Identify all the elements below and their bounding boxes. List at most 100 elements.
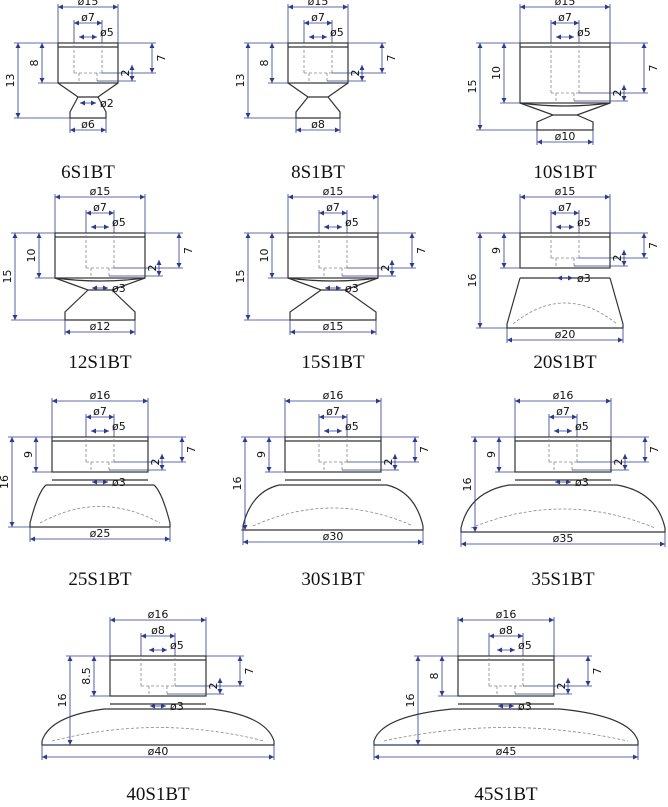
body-height-dim-arrow-bottom [39,78,45,83]
total-height-label: 15 [234,270,247,284]
total-height-dim-arrow-bottom [415,740,421,745]
total-height-dim-arrow-bottom [15,113,21,118]
body-height-dim-arrow-bottom [91,691,97,696]
bore-depth-label: 7 [243,668,256,675]
thread-depth-dim-arrow-top [159,454,165,459]
cup-profile [536,114,594,131]
bore-dia-label: ø7 [326,201,340,214]
neck-profile [57,82,119,98]
body-height-dim-arrow-top [33,437,39,442]
total-height-dim-arrow-bottom [242,525,248,530]
outer-dia-dim-arrow-left [110,617,115,623]
bore-dia-dim-arrow-left [551,210,556,216]
body-height-label: 9 [255,451,268,458]
model-label: 45S1BT [474,784,538,805]
outer-dia-dim-arrow-left [285,398,290,404]
total-height-dim-arrow-top [477,43,483,48]
outer-dia-dim-arrow-left [520,4,525,10]
total-height-label: 16 [56,694,69,708]
bore-dia-dim-arrow-left [549,414,554,420]
inner-dia-label: ø5 [345,420,359,433]
outer-dia-dim-arrow-right [113,4,118,10]
inner-dia-dim-arrow-right [92,34,97,40]
thread-depth-label: 2 [119,70,132,77]
body-height-dim-arrow-bottom [33,467,39,472]
bore-dia-dim-arrow-left [319,414,324,420]
outer-dia-dim-arrow-right [343,4,348,10]
bore-depth-label: 7 [182,247,195,254]
cup-dia-label: ø25 [90,527,111,540]
neck-curve [54,277,146,282]
bore-dia-label: ø7 [556,405,570,418]
cup-profile [69,96,107,119]
body-height-label: 10 [25,249,38,263]
outer-dia-dim-arrow-right [201,617,206,623]
thread-depth-dim-arrow-top [565,678,571,683]
bore-dia-dim-arrow-right [327,20,332,26]
neck-dia-dim-arrow-left [557,275,562,281]
cup-dome-profile [41,708,275,746]
neck-dia-dim-arrow-right [103,285,108,291]
total-height-dim-arrow-top [12,233,18,238]
model-label: 8S1BT [291,162,345,183]
inner-dia-dim-arrow-right [569,34,574,40]
body-height-dim-arrow-top [496,437,502,442]
neck-dia-dim-arrow-left [150,703,155,709]
inner-dia-dim-arrow-right [162,647,167,653]
thread-depth-dim-arrow-top [129,65,135,70]
model-label: 6S1BT [61,162,115,183]
neck-dia-dim-arrow-right [161,703,166,709]
outer-dia-label: ø15 [78,0,99,8]
cup-inner-hidden [512,302,618,325]
cup-profile [295,96,341,119]
cup-dia-dim-arrow-right [618,337,623,343]
inner-dia-label: ø5 [577,26,591,39]
thread-depth-dim-arrow-top [621,85,627,90]
inner-dia-dim-arrow-left [91,224,96,230]
thread-depth-dim-arrow-bottom [622,465,628,470]
bore-dia-dim-arrow-right [109,210,114,216]
cup-dia-label: ø35 [553,532,574,545]
cup-dia-dim-arrow-left [30,536,35,542]
model-label: 30S1BT [301,569,365,590]
cup-dia-dim-arrow-left [243,539,248,545]
bore-depth-dim-arrow-top [176,233,182,238]
body-height-dim-arrow-top [91,656,97,661]
bore-depth-dim-arrow-top [642,437,648,442]
bore-depth-label: 7 [591,668,604,675]
neck-dia-label: ø3 [345,282,359,295]
total-height-dim-arrow-bottom [245,113,251,118]
inner-dia-dim-arrow-right [104,224,109,230]
outer-dia-label: ø15 [555,185,576,198]
thread-depth-dim-arrow-bottom [392,465,398,470]
total-height-dim-arrow-top [15,43,21,48]
body-height-dim-arrow-top [501,233,507,238]
bore-dia-label: ø7 [558,11,572,24]
total-height-label: 16 [404,694,417,708]
outer-dia-label: ø16 [496,608,517,621]
neck-dia-label: ø2 [100,97,114,110]
bore-depth-dim-arrow-top [641,233,647,238]
outer-dia-dim-arrow-left [55,194,60,200]
bore-dia-dim-arrow-right [574,210,579,216]
neck-dia-dim-arrow-right [103,479,108,485]
total-height-dim-arrow-top [67,656,73,661]
bore-depth-label: 7 [648,446,661,453]
inner-dia-label: ø5 [170,639,184,652]
total-height-dim-arrow-bottom [245,315,251,320]
model-label: 25S1BT [68,569,132,590]
outer-dia-dim-arrow-right [373,194,378,200]
bore-dia-dim-arrow-left [319,210,324,216]
cup-dia-dim-arrow-left [290,329,295,335]
model-label: 20S1BT [533,352,597,373]
neck-dia-label: ø3 [518,700,532,713]
bore-depth-dim-arrow-bottom [641,88,647,93]
bore-depth-dim-arrow-top [641,43,647,48]
thread-depth-label: 2 [611,90,624,97]
cup-dia-dim-arrow-left [507,337,512,343]
total-height-label: 16 [0,475,11,489]
thread-depth-label: 2 [612,459,625,466]
bore-dia-dim-arrow-right [518,633,523,639]
cup-profile [64,289,136,321]
cup-dia-label: ø8 [311,118,325,131]
